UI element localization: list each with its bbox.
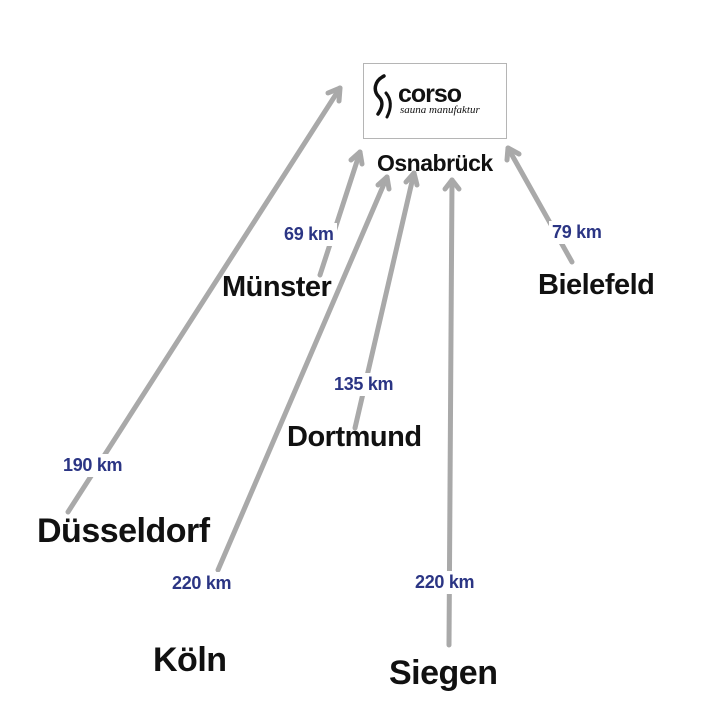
city-muenster: Münster bbox=[222, 271, 332, 303]
arrow-muenster bbox=[317, 149, 365, 278]
arrow-bielefeld bbox=[504, 145, 575, 265]
city-duesseldorf: Düsseldorf bbox=[37, 512, 210, 550]
city-koeln: Köln bbox=[153, 641, 227, 679]
arrow-duesseldorf bbox=[65, 85, 343, 515]
distance-duesseldorf: 190 km bbox=[60, 454, 126, 477]
logo-wordmark: corso bbox=[398, 80, 462, 108]
city-siegen: Siegen bbox=[389, 654, 498, 692]
arrow-siegen bbox=[442, 177, 462, 648]
distance-koeln: 220 km bbox=[169, 572, 235, 595]
distance-muenster: 69 km bbox=[281, 223, 337, 246]
distance-dortmund: 135 km bbox=[331, 373, 397, 396]
logo-tagline: sauna manufaktur bbox=[400, 104, 480, 116]
hub-city-label: Osnabrück bbox=[377, 150, 493, 176]
distance-bielefeld: 79 km bbox=[549, 221, 605, 244]
corso-logo: corso sauna manufaktur bbox=[363, 63, 507, 139]
arrow-koeln bbox=[215, 174, 392, 573]
distance-siegen: 220 km bbox=[412, 571, 478, 594]
corso-s-mark-icon bbox=[373, 74, 392, 119]
city-bielefeld: Bielefeld bbox=[538, 269, 655, 301]
city-dortmund: Dortmund bbox=[287, 421, 422, 453]
